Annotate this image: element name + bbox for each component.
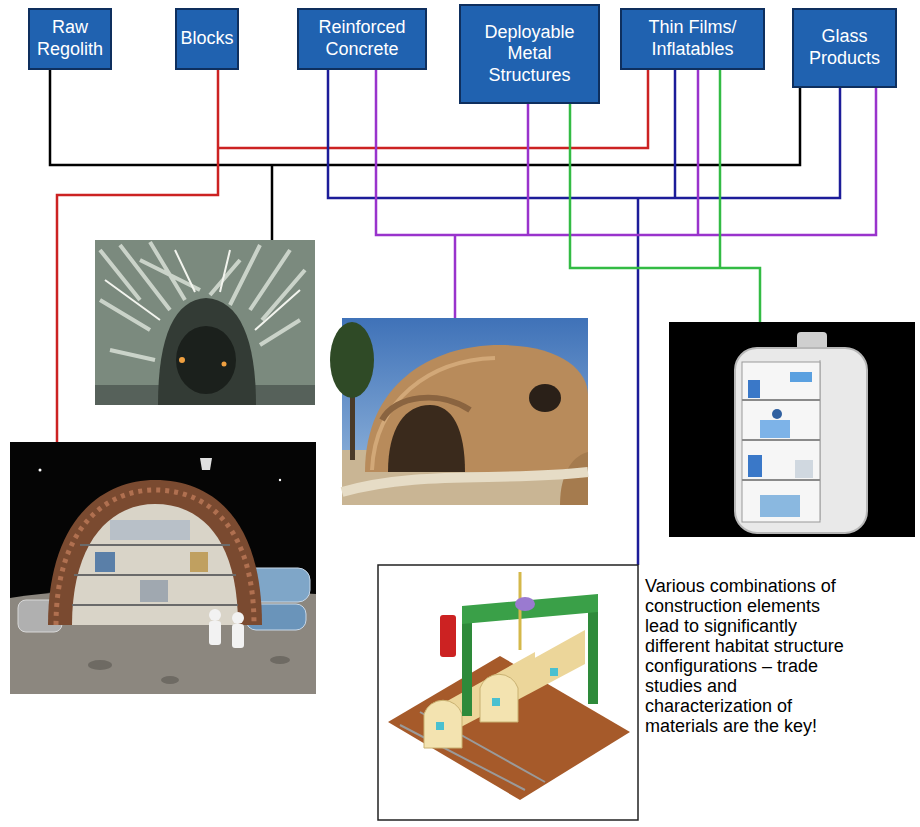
box-label: Raw Regolith — [34, 17, 106, 60]
astronaut-figures — [209, 609, 221, 621]
box-label: Blocks — [181, 28, 234, 50]
inflatable-habitat-illustration — [748, 380, 760, 398]
construction-gantry-illustration — [436, 722, 444, 730]
cave-photo — [158, 298, 256, 405]
inflatable-habitat-illustration — [795, 460, 813, 478]
construction-gantry-illustration — [378, 565, 638, 820]
inflatable-habitat-illustration — [669, 322, 915, 537]
lunar-base-illustration — [270, 656, 290, 664]
blue-wire — [637, 198, 640, 565]
material-box: Blocks — [175, 8, 239, 70]
lunar-base-illustration — [161, 676, 179, 684]
inflatable-habitat-illustration — [669, 322, 915, 537]
material-box: Thin Films/ Inflatables — [620, 8, 765, 70]
construction-gantry-illustration — [400, 712, 545, 790]
cave-photo — [95, 240, 315, 405]
construction-gantry-illustration — [588, 606, 598, 704]
inflatable-habitat-illustration — [760, 420, 790, 438]
inflatable-habitat-illustration — [742, 362, 820, 522]
inflatable-habitat-illustration — [735, 348, 867, 533]
cave-photo — [176, 326, 236, 394]
material-box: Raw Regolith — [28, 8, 112, 70]
dome-photo — [330, 318, 588, 505]
black-wire — [271, 165, 274, 240]
material-box: Deployable Metal Structures — [459, 4, 600, 104]
construction-gantry-illustration — [519, 572, 522, 650]
dome-photo — [365, 345, 588, 472]
dome-photo — [388, 405, 465, 472]
lunar-base-illustration — [72, 504, 238, 625]
construction-gantry-illustration — [492, 698, 500, 706]
inflatable-habitat-illustration — [790, 372, 812, 382]
construction-gantry-illustration — [440, 615, 456, 657]
inflatable-habitat-illustration — [772, 409, 782, 419]
construction-gantry-illustration — [480, 674, 518, 722]
box-label: Reinforced Concrete — [303, 17, 421, 60]
dome-photo — [342, 472, 588, 492]
lunar-base-illustration — [39, 469, 42, 472]
dome-photo — [382, 398, 470, 420]
construction-gantry-illustration — [462, 594, 598, 624]
construction-gantry-illustration — [378, 565, 638, 820]
inflatable-habitat-illustration — [760, 495, 800, 517]
lunar-base-illustration — [56, 490, 254, 625]
lunar-base-illustration — [95, 552, 115, 572]
cave-photo — [95, 240, 315, 405]
construction-gantry-illustration — [515, 597, 535, 611]
construction-gantry-illustration — [462, 618, 472, 716]
cave-photo — [222, 362, 227, 367]
box-label: Thin Films/ Inflatables — [626, 17, 759, 60]
inflatable-habitat-illustration — [748, 455, 762, 477]
dome-photo — [330, 322, 374, 398]
lunar-base-illustration — [10, 442, 316, 694]
dome-photo — [529, 384, 561, 412]
dome-photo — [342, 318, 588, 505]
cave-photo — [179, 357, 185, 363]
box-label: Deployable Metal Structures — [465, 22, 594, 87]
lunar-base-illustration — [10, 442, 316, 694]
lunar-base-illustration — [72, 545, 238, 605]
astronaut-figures — [209, 609, 244, 648]
lunar-base-illustration — [48, 480, 262, 625]
green-wire — [719, 40, 722, 268]
lunar-base-illustration — [88, 660, 112, 670]
astronaut-figures — [232, 612, 244, 624]
inflatable-habitat-illustration — [742, 400, 820, 480]
purple-wire — [454, 235, 457, 318]
material-box: Glass Products — [792, 8, 897, 88]
astronaut-figures — [232, 624, 244, 648]
material-box: Reinforced Concrete — [297, 8, 427, 70]
note-text: Various combinations of construction ele… — [645, 576, 857, 736]
construction-gantry-illustration — [424, 700, 462, 748]
box-label: Glass Products — [798, 26, 891, 69]
astronaut-figures — [209, 621, 221, 645]
lunar-base-illustration — [200, 458, 212, 470]
lunar-base-illustration — [279, 479, 281, 481]
lunar-base-illustration — [110, 520, 190, 540]
construction-gantry-illustration — [550, 668, 558, 676]
lunar-base-illustration — [140, 580, 168, 602]
note-text-block: Various combinations of construction ele… — [645, 576, 857, 736]
lunar-base-illustration — [190, 552, 208, 572]
